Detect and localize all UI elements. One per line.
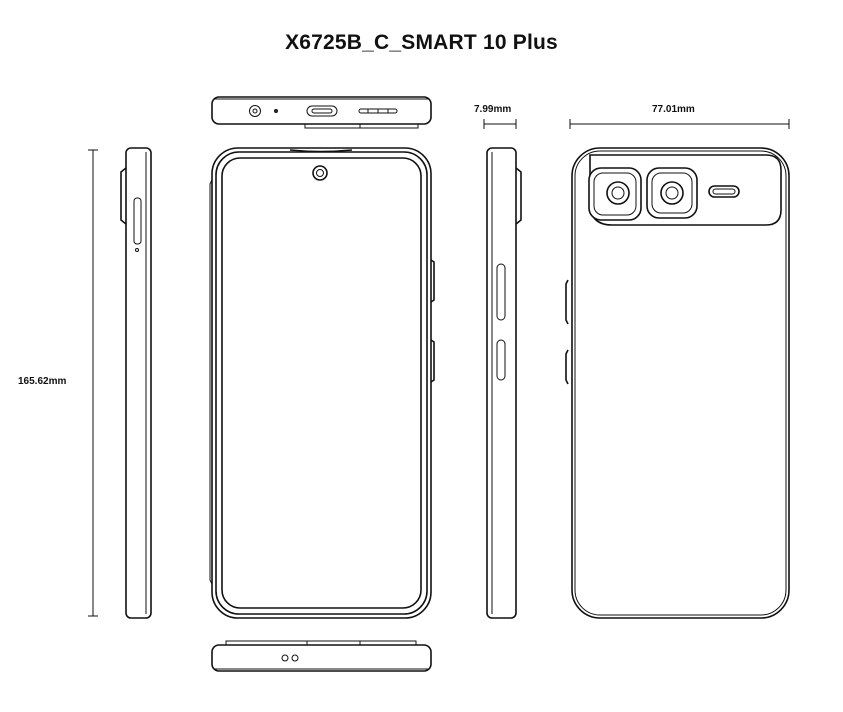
thickness-dimension-line	[483, 119, 517, 129]
flash-module	[708, 185, 740, 198]
drawing-title: X6725B_C_SMART 10 Plus	[285, 31, 558, 54]
left-side-view	[120, 147, 152, 619]
thickness-dimension-label: 7.99mm	[474, 104, 512, 115]
back-view	[565, 147, 790, 619]
top-edge-view	[211, 96, 432, 129]
secondary-camera-housing	[646, 167, 698, 219]
width-dimension-line	[569, 119, 790, 129]
bottom-edge-view	[211, 640, 432, 672]
front-view	[209, 147, 435, 619]
height-dimension-line	[88, 149, 98, 617]
width-dimension-label: 77.01mm	[652, 104, 695, 115]
right-side-view	[486, 147, 522, 619]
height-dimension-label: 165.62mm	[18, 376, 67, 387]
main-camera-housing	[588, 167, 642, 221]
